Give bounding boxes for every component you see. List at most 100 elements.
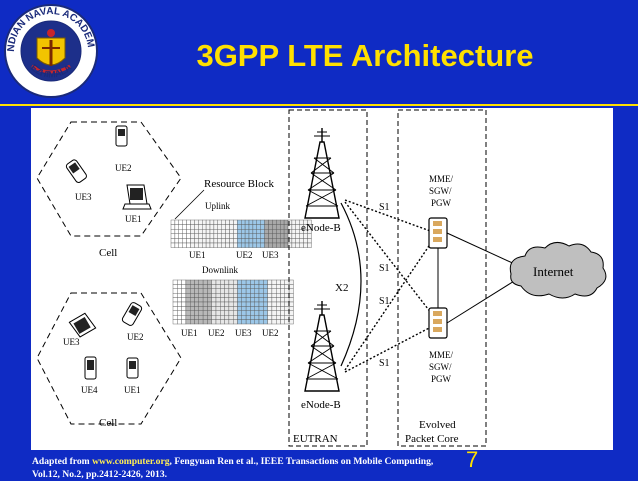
downlink-grid-cell (241, 314, 247, 320)
ue3-laptop-icon (68, 312, 97, 338)
downlink-grid-cell (232, 301, 238, 307)
downlink-grid-cell (284, 301, 290, 307)
downlink-grid-cell (181, 310, 187, 316)
uplink-grid-cell (291, 219, 296, 225)
downlink-grid-cell (241, 310, 247, 316)
uplink-grid-cell (276, 224, 281, 230)
uplink-grid-cell (283, 233, 289, 239)
downlink-grid-cell (254, 301, 260, 307)
downlink-grid-cell (202, 292, 208, 298)
uplink-grid-cell (307, 238, 312, 244)
uplink-grid-cell (209, 219, 215, 225)
uplink-grid-cell (209, 228, 215, 234)
lte-architecture-diagram: UE2 UE3 UE1 Cell UE3 UE2 UE4 UE1 Cell Re… (36, 109, 607, 447)
downlink-grid-cell (232, 292, 238, 298)
downlink-grid-cell (211, 301, 217, 307)
downlink-grid-cell (220, 288, 225, 294)
downlink-grid-cell (215, 301, 221, 307)
uplink-grid-cell (248, 238, 254, 244)
uplink-grid-cell (217, 238, 222, 244)
downlink-grid-cell (280, 314, 286, 320)
downlink-grid-cell (177, 292, 182, 298)
uplink-grid-cell (283, 219, 289, 225)
downlink-grid-cell (280, 284, 286, 289)
downlink-grid-cell (198, 319, 204, 325)
downlink-grid-cell (215, 288, 221, 294)
downlink-grid-cell (237, 310, 243, 316)
downlink-grid-cell (288, 306, 294, 311)
downlink-grid-cell (211, 314, 217, 320)
downlink-grid-cell (254, 279, 260, 285)
uplink-grid-cell (276, 233, 281, 239)
ue3-phone-icon (65, 159, 87, 183)
uplink-grid-cell (244, 242, 250, 248)
downlink-grid-cell (211, 288, 217, 294)
downlink-grid-cell (194, 279, 200, 285)
uplink-grid-cell (260, 242, 265, 248)
uplink-grid-cell (264, 233, 269, 239)
uplink-grid-cell (244, 219, 250, 225)
uplink-grid-cell (256, 238, 261, 244)
uplink-grid-cell (221, 242, 226, 248)
uplink-grid-cell (237, 219, 242, 225)
downlink-grid-cell (250, 288, 255, 294)
downlink-grid-cell (275, 310, 281, 316)
downlink-grid-cell (232, 319, 238, 325)
downlink-grid-cell (237, 301, 243, 307)
downlink-grid-cell (181, 314, 187, 320)
core-box (397, 109, 487, 447)
uplink-grid-cell (174, 242, 179, 248)
downlink-grid-cell (267, 288, 273, 294)
downlink-grid-cell (220, 279, 225, 285)
downlink-grid-cell (271, 310, 277, 316)
uplink-grid-cell (299, 238, 304, 244)
uplink-grid-cell (213, 224, 218, 230)
downlink-grid-cell (172, 288, 178, 294)
downlink-grid-cell (181, 288, 187, 294)
uplink-grid-cell (221, 224, 226, 230)
uplink-grid-cell (186, 242, 191, 248)
downlink-grid-cell (267, 319, 273, 325)
downlink-grid-cell (250, 284, 255, 289)
uplink-ue3: UE3 (262, 250, 279, 260)
downlink-grid-cell (220, 306, 225, 311)
uplink-grid-cell (225, 219, 230, 225)
uplink-grid-cell (240, 238, 246, 244)
s1-label-4: S1 (379, 358, 390, 369)
footer-link[interactable]: www.computer.org (92, 456, 170, 467)
uplink-grid-cell (244, 228, 250, 234)
downlink-grid-cell (198, 310, 204, 316)
downlink-grid-cell (271, 297, 277, 303)
uplink-grid-cell (291, 233, 296, 239)
uplink-grid-cell (240, 219, 246, 225)
uplink-grid-cell (225, 233, 230, 239)
s1-label-1: S1 (379, 202, 390, 213)
downlink-grid-cell (198, 314, 204, 320)
uplink-grid-cell (268, 228, 273, 234)
downlink-grid-cell (224, 310, 230, 316)
uplink-grid-cell (248, 228, 254, 234)
uplink-grid-cell (213, 219, 218, 225)
downlink-grid-cell (172, 319, 178, 325)
downlink-grid-cell (271, 288, 277, 294)
uplink-grid-cell (198, 228, 203, 234)
downlink-grid-cell (263, 319, 268, 325)
uplink-grid-cell (209, 233, 215, 239)
uplink-grid-cell (178, 228, 183, 234)
downlink-grid-cell (194, 297, 200, 303)
downlink-ue3: UE3 (235, 328, 252, 338)
downlink-grid-cell (172, 292, 178, 298)
downlink-grid-cell (280, 306, 286, 311)
downlink-grid-cell (275, 319, 281, 325)
core-label-line2: Packet Core (405, 433, 459, 445)
uplink-grid-cell (178, 219, 183, 225)
downlink-grid-cell (185, 314, 191, 320)
downlink-grid-cell (275, 297, 281, 303)
uplink-grid-cell (217, 233, 222, 239)
uplink-grid-cell (221, 233, 226, 239)
downlink-grid-cell (284, 292, 290, 298)
uplink-grid-cell (186, 233, 191, 239)
uplink-ue2: UE2 (236, 250, 253, 260)
uplink-grid-cell (182, 242, 187, 248)
uplink-grid-cell (299, 242, 304, 248)
